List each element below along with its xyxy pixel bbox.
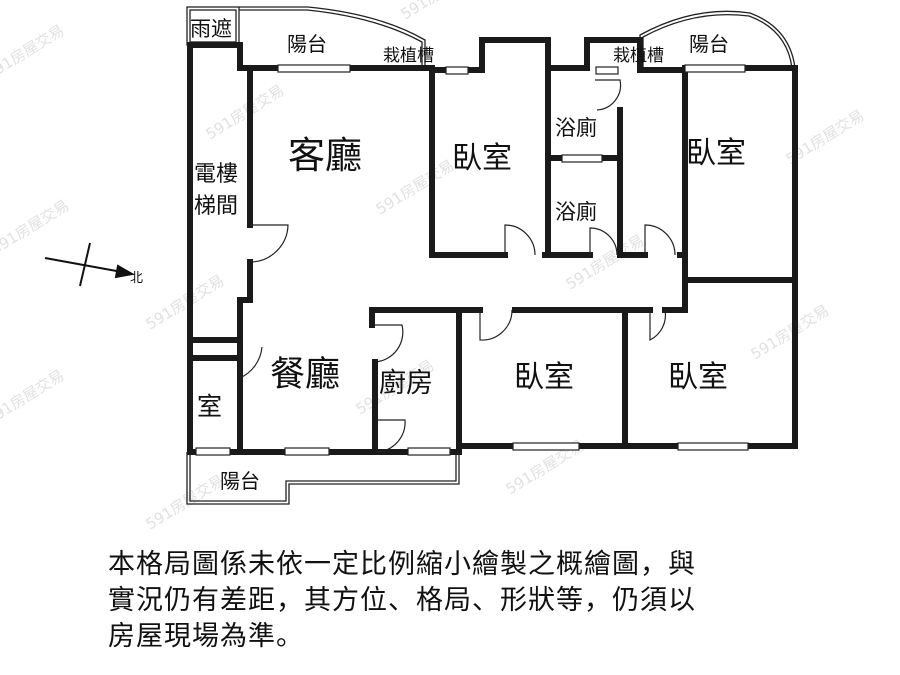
dining-room-label: 餐廳 <box>270 355 340 395</box>
window <box>284 447 330 456</box>
living-room-label: 客廳 <box>288 134 362 177</box>
bedroom-label: 臥室 <box>668 360 728 395</box>
corridor-right-notch <box>662 252 688 313</box>
window <box>595 66 619 75</box>
balcony-label: 陽台 <box>287 32 327 56</box>
disclaimer-line-1: 本格局圖係未依一定比例縮小繪製之概繪圖，與 <box>108 549 696 580</box>
door-kitchen-balcony <box>375 419 406 453</box>
watermark: 591房屋交易 <box>143 471 228 533</box>
watermark: 591房屋交易 <box>0 366 67 428</box>
balcony-label: 陽台 <box>220 469 260 493</box>
balcony-top-left-inner <box>239 9 423 70</box>
window <box>407 447 451 456</box>
elevator-stair-label-2: 梯間 <box>194 194 238 219</box>
window <box>512 442 580 451</box>
stair-wall-lower <box>237 259 253 343</box>
balcony-bottom-inner <box>189 455 457 502</box>
balcony-bottom-outline <box>186 452 460 505</box>
small-room-label: 室 <box>197 392 222 421</box>
door-bedroom-bm <box>479 309 513 341</box>
canopy-label: 雨遮 <box>190 17 232 41</box>
balcony-label: 陽台 <box>689 32 729 56</box>
door-kitchen <box>372 324 404 363</box>
watermark: 591房屋交易 <box>398 0 483 23</box>
door-bath-lower <box>589 227 618 256</box>
balcony-top-right-inner <box>642 13 793 69</box>
watermark: 591房屋交易 <box>563 231 648 293</box>
window <box>684 64 746 73</box>
window <box>445 66 469 75</box>
watermark: 591房屋交易 <box>373 156 458 218</box>
watermark: 591房屋交易 <box>203 81 288 143</box>
compass: 北 <box>44 242 143 287</box>
north-label: 北 <box>130 271 143 286</box>
bathroom-label: 浴廁 <box>555 200 597 224</box>
compass-arrow <box>114 264 135 279</box>
window <box>195 447 231 456</box>
door-bedroom-tm <box>504 224 536 256</box>
windows <box>195 64 749 456</box>
door-bedroom-tr <box>644 224 676 256</box>
kitchen-label: 廚房 <box>379 368 433 399</box>
disclaimer-line-3: 房屋現場為準。 <box>108 621 304 652</box>
window <box>277 64 351 73</box>
doors <box>239 79 676 453</box>
planter-label: 栽植槽 <box>383 46 434 66</box>
bedroom-label: 臥室 <box>514 360 574 395</box>
compass-line <box>44 257 123 273</box>
bedroom-label: 臥室 <box>686 136 746 171</box>
door-stair <box>249 224 289 263</box>
floor-plan: 591房屋交易 591房屋交易 591房屋交易 591房屋交易 591房屋交易 … <box>0 0 867 533</box>
room-labels: 客廳 餐廳 廚房 臥室 臥室 臥室 臥室 浴廁 浴廁 室 電樓 梯間 雨遮 陽台… <box>190 17 746 493</box>
bedroom-tm-right <box>542 65 551 258</box>
watermark: 591房屋交易 <box>143 271 228 333</box>
planter-label: 栽植槽 <box>613 46 664 66</box>
disclaimer-line-2: 實況仍有差距，其方位、格局、形狀等，仍須以 <box>108 585 696 616</box>
balcony-top-right-outline <box>639 10 796 69</box>
bathroom-label: 浴廁 <box>555 116 597 140</box>
window <box>677 442 749 451</box>
door-bath-upper <box>595 79 622 111</box>
door-bedroom-br <box>649 309 667 341</box>
compass-cross <box>79 242 91 287</box>
bedroom-label: 臥室 <box>452 141 512 176</box>
bedroom-tm-left <box>429 67 508 258</box>
watermark: 591房屋交易 <box>748 301 833 363</box>
watermark: 591房屋交易 <box>0 196 72 258</box>
watermark: 591房屋交易 <box>0 21 67 83</box>
window <box>561 154 603 163</box>
disclaimer-text: 本格局圖係未依一定比例縮小繪製之概繪圖，與 實況仍有差距，其方位、格局、形狀等，… <box>108 547 868 655</box>
balcony-top-left-outline <box>239 6 426 70</box>
door-dining <box>239 340 263 379</box>
elevator-stair-label-1: 電樓 <box>194 162 238 187</box>
